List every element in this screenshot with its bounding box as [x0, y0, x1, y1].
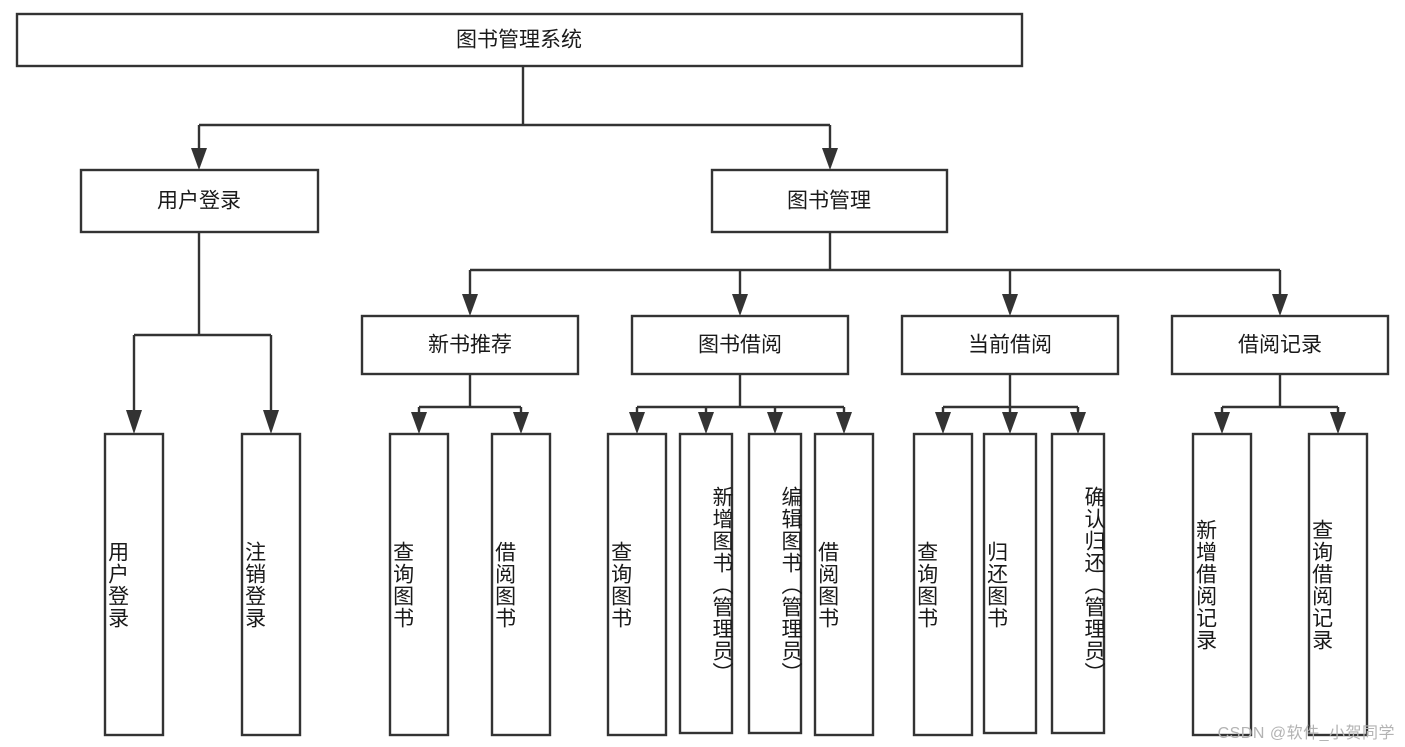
node-box-borrow-record[interactable]: [1170, 314, 1390, 376]
node-box-leaf-confirm-return[interactable]: [1050, 432, 1106, 735]
node-box-leaf-query-borrow-record[interactable]: [1307, 432, 1369, 737]
node-box-new-book-recommend[interactable]: [360, 314, 580, 376]
arrow-head-leaf-borrow-book-recommend: [513, 412, 529, 434]
arrow-head-leaf-borrow-book: [836, 412, 852, 434]
node-box-leaf-logout-login[interactable]: [240, 432, 302, 737]
connector-group-user-login: [126, 232, 279, 434]
node-box-leaf-query-book-borrow[interactable]: [606, 432, 668, 737]
node-box-book-manage[interactable]: [710, 168, 949, 234]
node-box-leaf-add-book[interactable]: [678, 432, 734, 735]
arrow-head-leaf-add-borrow-record: [1214, 412, 1230, 434]
arrow-head-leaf-query-book-current: [935, 412, 951, 434]
arrow-head-leaf-confirm-return: [1070, 412, 1086, 434]
arrow-head-leaf-edit-book: [767, 412, 783, 434]
arrow-head-current-borrow: [1002, 294, 1018, 316]
node-label-book-borrow: 图书借阅: [698, 334, 782, 357]
connector-group-new-book-recommend: [411, 374, 529, 434]
arrow-head-leaf-user-login: [126, 410, 142, 434]
arrow-head-borrow-record: [1272, 294, 1288, 316]
connector-group-root: [191, 66, 838, 170]
arrow-head-leaf-logout-login: [263, 410, 279, 434]
node-label-borrow-record: 借阅记录: [1238, 334, 1322, 357]
connector-group-borrow-record: [1214, 374, 1346, 434]
arrow-head-leaf-query-book-recommend: [411, 412, 427, 434]
node-label-current-borrow: 当前借阅: [968, 334, 1052, 357]
arrow-head-leaf-query-book-borrow: [629, 412, 645, 434]
connector-group-book-borrow: [629, 374, 852, 434]
arrow-head-new-book-recommend: [462, 294, 478, 316]
node-box-leaf-return-book[interactable]: [982, 432, 1038, 735]
arrow-head-leaf-add-book: [698, 412, 714, 434]
node-box-leaf-query-book-recommend[interactable]: [388, 432, 450, 737]
arrow-head-leaf-return-book: [1002, 412, 1018, 434]
node-box-leaf-add-borrow-record[interactable]: [1191, 432, 1253, 737]
arrow-head-book-manage: [822, 148, 838, 170]
watermark-text: CSDN @软件_小贺同学: [1217, 725, 1395, 742]
node-label-root: 图书管理系统: [456, 29, 582, 52]
node-label-user-login: 用户登录: [157, 190, 241, 213]
connector-group-book-manage: [462, 232, 1288, 316]
node-box-leaf-user-login[interactable]: [103, 432, 165, 737]
node-box-current-borrow[interactable]: [900, 314, 1120, 376]
node-box-book-borrow[interactable]: [630, 314, 850, 376]
node-box-leaf-query-book-current[interactable]: [912, 432, 974, 737]
node-box-leaf-borrow-book[interactable]: [813, 432, 875, 737]
arrow-head-user-login: [191, 148, 207, 170]
arrow-head-leaf-query-borrow-record: [1330, 412, 1346, 434]
arrow-head-book-borrow: [732, 294, 748, 316]
node-box-root[interactable]: [15, 12, 1024, 68]
node-box-leaf-edit-book[interactable]: [747, 432, 803, 735]
connector-group-current-borrow: [935, 374, 1086, 434]
node-label-book-manage: 图书管理: [787, 190, 871, 213]
node-label-new-book-recommend: 新书推荐: [428, 334, 512, 357]
node-box-leaf-borrow-book-recommend[interactable]: [490, 432, 552, 737]
node-box-user-login[interactable]: [79, 168, 320, 234]
